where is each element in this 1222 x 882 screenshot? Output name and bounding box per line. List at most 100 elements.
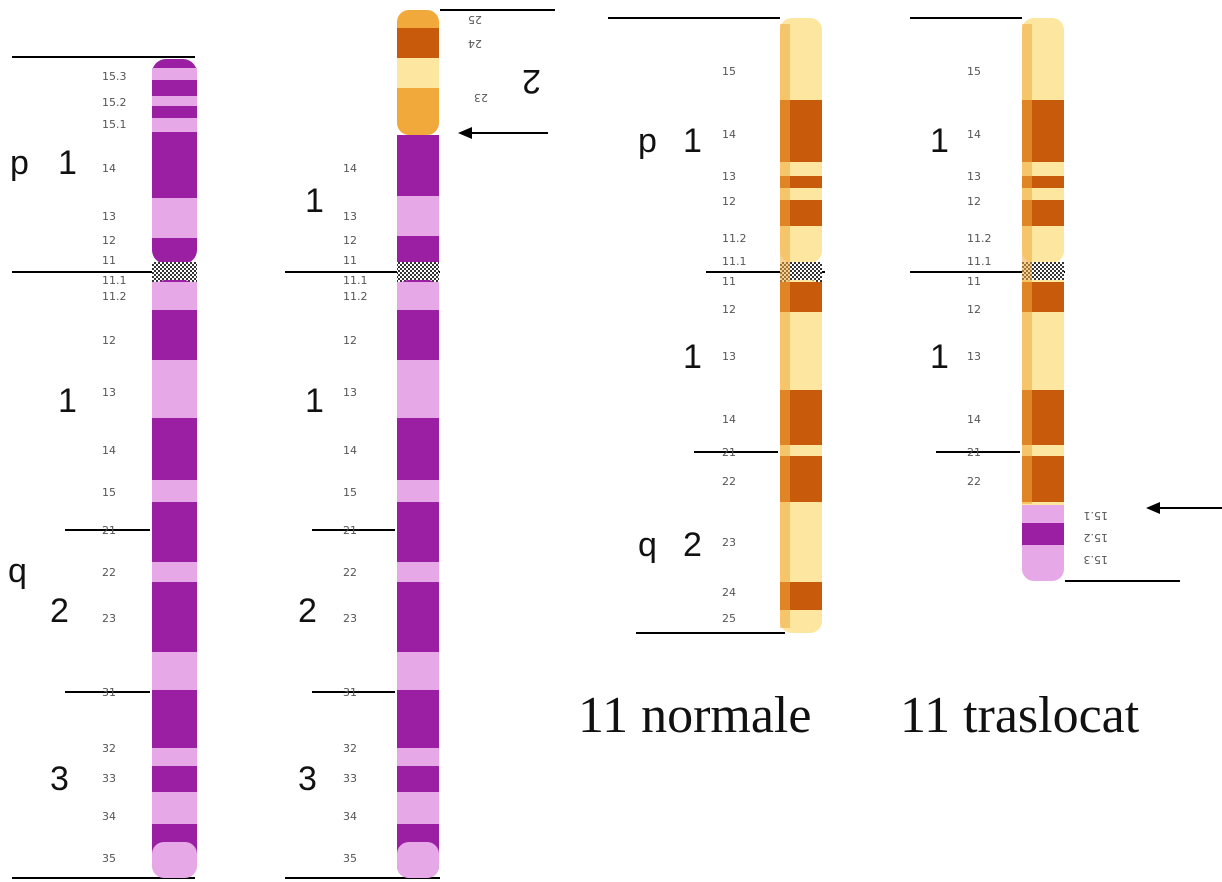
band-label: 11.1: [343, 274, 368, 287]
band-label: 11: [102, 254, 116, 267]
band-label-inverted: 15.3: [1084, 553, 1109, 566]
centromere: [397, 262, 439, 282]
band-label: 13: [967, 350, 981, 363]
band-label: 21: [102, 524, 116, 537]
band: [152, 282, 197, 310]
arm-label: 1: [930, 122, 949, 160]
arm-label: 1: [930, 338, 949, 376]
band-label-inverted: 15.2: [1084, 531, 1109, 544]
band: [152, 792, 197, 824]
arm-label: 2: [50, 592, 69, 630]
caption-normal: 11 normale: [578, 687, 812, 744]
band-label: 13: [343, 386, 357, 399]
band-label: 34: [343, 810, 357, 823]
band-label: 32: [102, 742, 116, 755]
band: [152, 562, 197, 582]
centromere: [780, 262, 822, 282]
band: [397, 282, 439, 310]
band-label: 22: [343, 566, 357, 579]
band-label: 22: [102, 566, 116, 579]
band: [1022, 523, 1064, 545]
band-label: 11: [343, 254, 357, 267]
band-label-inverted: 15.1: [1084, 509, 1109, 522]
band-label: 12: [102, 334, 116, 347]
band: [397, 562, 439, 582]
band-label: 11.2: [722, 232, 747, 245]
band-label: 23: [722, 536, 736, 549]
band-label: 34: [102, 810, 116, 823]
band-label: 33: [102, 772, 116, 785]
band-label: 24: [722, 586, 736, 599]
band: [152, 68, 197, 80]
band-label: 11.1: [102, 274, 127, 287]
band-label: 15.1: [102, 118, 127, 131]
band-label: 11.2: [102, 290, 127, 303]
band-label: 13: [102, 386, 116, 399]
band-label: 12: [722, 195, 736, 208]
band-label: 21: [343, 524, 357, 537]
band: [152, 748, 197, 766]
band-label: 14: [102, 444, 116, 457]
band-label: 11: [967, 275, 981, 288]
band-label: 13: [967, 170, 981, 183]
arm-label: 1: [305, 182, 324, 220]
band-label: 12: [102, 234, 116, 247]
arm-label: 1: [305, 382, 324, 420]
arm-label-inverted: 2: [522, 62, 541, 100]
band-label: 13: [722, 350, 736, 363]
chromosome-purple-normal: p 1 1 q 2 3 15.3 15.2 15.1 14 13 12 11 1…: [8, 56, 197, 879]
band-label: 14: [722, 128, 736, 141]
band-label: 33: [343, 772, 357, 785]
arm-label: 1: [58, 144, 77, 182]
band: [152, 96, 197, 106]
arm-label: 2: [683, 526, 702, 564]
band-label: 14: [102, 162, 116, 175]
band-label: 15.3: [102, 70, 127, 83]
centromere: [1022, 262, 1064, 282]
band-label: 11.1: [967, 255, 992, 268]
band-label: 21: [722, 446, 736, 459]
arm-label: q: [8, 552, 27, 590]
band-label: 32: [343, 742, 357, 755]
band-label: 22: [967, 475, 981, 488]
arrow-head: [458, 127, 472, 139]
band-label: 13: [102, 210, 116, 223]
band-label: 25: [722, 612, 736, 625]
band-label: 15.2: [102, 96, 127, 109]
band-label: 14: [343, 444, 357, 457]
band: [152, 118, 197, 132]
band: [1022, 176, 1064, 188]
band-label: 11.2: [343, 290, 368, 303]
band: [397, 360, 439, 418]
band: [152, 360, 197, 418]
arm-label: 2: [298, 592, 317, 630]
band-label: 31: [343, 686, 357, 699]
arrow-head: [1146, 502, 1160, 514]
arm-label: 3: [298, 760, 317, 798]
centromere: [152, 262, 197, 282]
shading-strip: [780, 24, 790, 628]
band-label: 12: [343, 334, 357, 347]
band: [397, 748, 439, 766]
arm-label: p: [638, 122, 657, 160]
band-label: 12: [967, 303, 981, 316]
band: [152, 480, 197, 502]
band: [397, 58, 439, 88]
band-label: 13: [722, 170, 736, 183]
band-label: 12: [967, 195, 981, 208]
arm-label: 1: [683, 338, 702, 376]
band: [780, 176, 822, 188]
band-label: 23: [343, 612, 357, 625]
band: [152, 198, 197, 238]
shading-strip: [1022, 24, 1032, 504]
band: [397, 792, 439, 824]
band-label: 21: [967, 446, 981, 459]
band: [397, 196, 439, 236]
band-label-inverted: 23: [474, 91, 488, 104]
band: [152, 842, 197, 878]
arm-label: 3: [50, 760, 69, 798]
arm-label: 1: [683, 122, 702, 160]
band: [397, 480, 439, 502]
band-label: 11: [722, 275, 736, 288]
band: [397, 652, 439, 690]
